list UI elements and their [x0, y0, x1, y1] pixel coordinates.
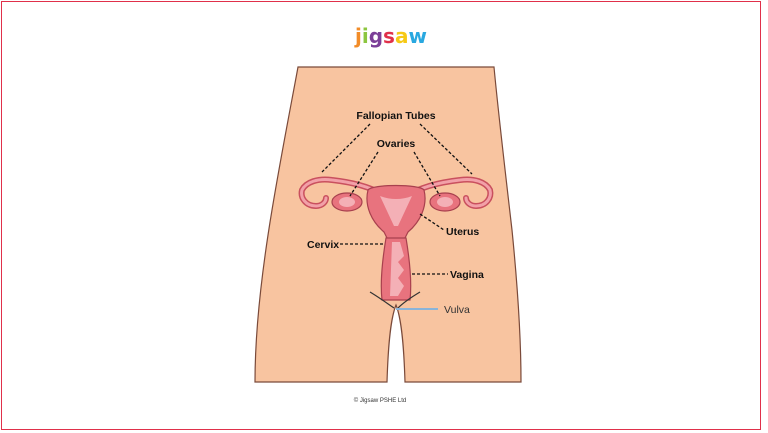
label-vulva: Vulva: [444, 304, 470, 316]
label-fallopian-tubes: Fallopian Tubes: [356, 110, 435, 122]
copyright-text: © Jigsaw PSHE Ltd: [0, 398, 760, 404]
label-vagina: Vagina: [450, 269, 484, 281]
label-cervix: Cervix: [307, 239, 339, 251]
label-uterus: Uterus: [446, 226, 479, 238]
label-ovaries: Ovaries: [377, 138, 416, 150]
